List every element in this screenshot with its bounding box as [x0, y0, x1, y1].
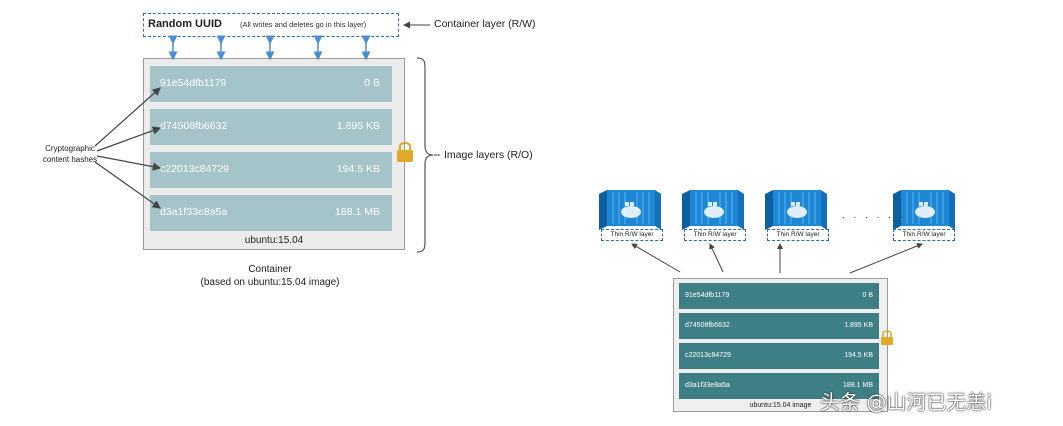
image-layer: d3a1f33e8a5a 188.1 MB [679, 373, 879, 399]
base-image-label: ubuntu:15.04 [244, 235, 304, 246]
layer-size: 1.895 KB [336, 120, 380, 132]
thin-rw-layer: Thin R/W layer [893, 229, 955, 241]
layer-size: 0 B [364, 77, 380, 89]
layer-id: c22013c84729 [685, 352, 731, 359]
write-arrows [168, 35, 371, 61]
layer-id: d3a1f33e8a5a [685, 382, 730, 389]
layer-id: d3a1f33e8a5a [160, 206, 228, 218]
layer-size: 194.5 KB [844, 352, 873, 359]
image-layer: 91e54dfb1179 0 B [679, 283, 879, 309]
layer-size: 188.1 MB [843, 382, 873, 389]
docker-containers [598, 189, 956, 231]
docker-container-icon [681, 189, 745, 231]
image-layer: 91e54dfb1179 0 B [150, 66, 392, 102]
docker-container-icon [764, 189, 828, 231]
container-caption: Container (based on ubuntu:15.04 image) [160, 263, 380, 289]
layer-id: 91e54dfb1179 [685, 292, 730, 299]
image-layer: d74508fb6632 1.895 KB [150, 109, 392, 145]
image-layer: c22013c84729 194.5 KB [679, 343, 879, 369]
thin-rw-layer: Thin R/W layer [767, 229, 829, 241]
lock-icon [397, 142, 413, 162]
lock-icon [881, 330, 893, 345]
image-layer: c22013c84729 194.5 KB [150, 152, 392, 188]
right-image-box: 91e54dfb1179 0 B d74508fb6632 1.895 KB c… [673, 278, 888, 412]
caption-subtitle: (based on ubuntu:15.04 image) [200, 277, 340, 288]
layer-size: 194.5 KB [336, 163, 380, 175]
layer-id: c22013c84729 [160, 163, 229, 175]
layer-size: 1.895 KB [844, 322, 873, 329]
layer-id: d74508fb6632 [685, 322, 730, 329]
watermark: 头条 @山河已无恙i [820, 390, 992, 414]
container-layer-box: Random UUID (All writes and deletes go i… [143, 13, 399, 37]
image-layer: d74508fb6632 1.895 KB [679, 313, 879, 339]
caption-title: Container [248, 264, 292, 275]
image-layer: d3a1f33e8a5a 188.1 MB [150, 195, 392, 231]
image-layers-brace [416, 57, 434, 253]
container-layer-label: Container layer (R/W) [434, 18, 536, 30]
layer-size: 0 B [862, 292, 873, 299]
left-diagram-graphics [94, 21, 440, 253]
container-layer-note: (All writes and deletes go in this layer… [240, 20, 367, 29]
base-image-label: ubuntu:15.04 image [749, 402, 812, 409]
hashes-label: Cryptographic content hashes [42, 144, 98, 164]
thin-rw-layer: Thin R/W layer [601, 229, 663, 241]
docker-container-icon [598, 189, 662, 231]
layer-size: 188.1 MB [335, 206, 380, 218]
ellipsis: . . . . . . [842, 210, 906, 221]
container-layer-title: Random UUID [148, 18, 222, 30]
layer-id: d74508fb6632 [160, 120, 228, 132]
right-pointers [631, 243, 923, 274]
thin-rw-layer: Thin R/W layer [684, 229, 746, 241]
layer-id: 91e54dfb1179 [160, 77, 227, 89]
hash-pointers [94, 87, 162, 209]
image-layers-label: Image layers (R/O) [444, 149, 533, 161]
